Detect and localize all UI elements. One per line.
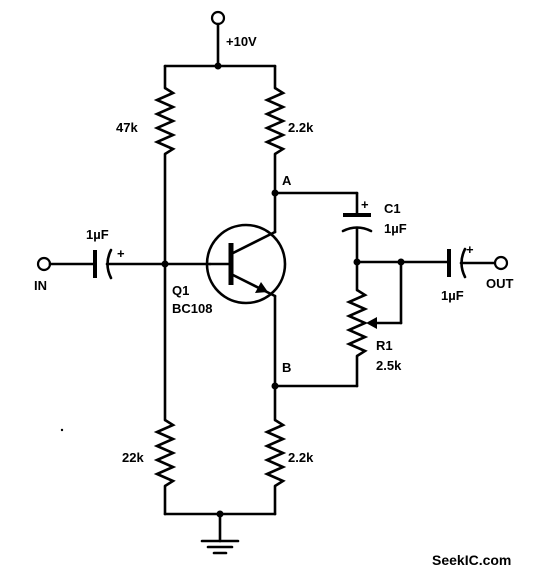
- potentiometer-value: 2.5k: [376, 358, 402, 373]
- input-label: IN: [34, 278, 47, 293]
- resistor-47k-label: 47k: [116, 120, 138, 135]
- emitter-arrow: [255, 282, 268, 293]
- node-b: B: [271, 294, 359, 422]
- supply-rail: +10V: [163, 10, 277, 70]
- watermark: SeekIC.com: [432, 552, 511, 568]
- output-label: OUT: [486, 276, 514, 291]
- input-capacitor-value: 1µF: [86, 227, 109, 242]
- output-capacitor-value: 1µF: [441, 288, 464, 303]
- output-capacitor-polarity: +: [466, 242, 474, 257]
- wiper-arrow: [366, 317, 377, 329]
- output-terminal: [493, 255, 509, 271]
- capacitor-c1-name: C1: [384, 201, 401, 216]
- transistor-part: BC108: [172, 301, 212, 316]
- resistor-22k: 22k: [122, 262, 177, 516]
- transistor-q1: Q1 BC108: [172, 223, 287, 316]
- potentiometer-r1: R1 2.5k: [345, 260, 403, 388]
- ground: [163, 510, 277, 555]
- resistor-47k: 47k: [116, 64, 177, 266]
- node-b-label: B: [282, 360, 291, 375]
- resistor-2k2-emitter: 2.2k: [263, 418, 314, 516]
- resistor-22k-label: 22k: [122, 450, 144, 465]
- input-terminal: [36, 256, 52, 272]
- input-network: IN 1µF +: [34, 227, 212, 293]
- resistor-2k2-emitter-label: 2.2k: [288, 450, 314, 465]
- supply-label: +10V: [226, 34, 257, 49]
- node-a: A: [271, 173, 359, 215]
- resistor-2k2-collector-label: 2.2k: [288, 120, 314, 135]
- transistor-ref: Q1: [172, 283, 189, 298]
- input-capacitor-polarity: +: [117, 246, 125, 261]
- node-a-label: A: [282, 173, 292, 188]
- resistor-2k2-collector: 2.2k: [263, 64, 314, 234]
- capacitor-c1: + C1 1µF: [341, 197, 407, 264]
- supply-terminal: [210, 10, 226, 26]
- capacitor-c1-polarity: +: [361, 197, 369, 212]
- output-network: + 1µF OUT: [353, 242, 514, 303]
- capacitor-c1-value: 1µF: [384, 221, 407, 236]
- potentiometer-name: R1: [376, 338, 393, 353]
